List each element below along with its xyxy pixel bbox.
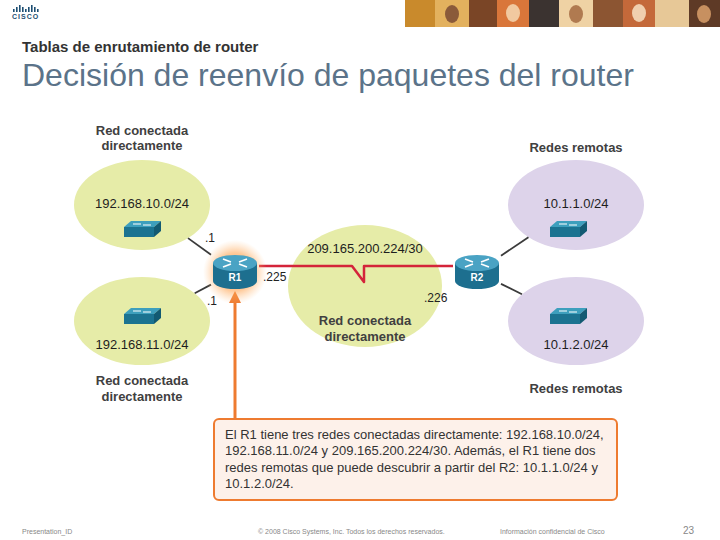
network-ellipse: 10.1.2.0/24Redes remotas [508,277,644,365]
section-heading: Tablas de enrutamiento de router [22,38,258,55]
header-photo-strip [0,0,720,30]
network-address: 209.165.200.224/30 [288,241,442,257]
logo-text: CISCO [12,13,39,20]
switch-icon [550,308,587,324]
ethernet-link [501,284,522,294]
network-heading: Redes remotas [511,140,641,156]
page-number: 23 [683,525,694,536]
network-heading: Redes remotas [511,381,641,397]
router-name: R2 [453,272,501,284]
network-address: 10.1.2.0/24 [508,337,644,353]
footer-text: Presentation_ID [22,528,72,535]
callout-box: El R1 tiene tres redes conectadas direct… [213,418,618,501]
callout-arrow [234,301,237,418]
network-address: 192.168.10.0/24 [74,196,210,212]
router-icon: R1 [211,253,259,291]
interface-address: .1 [205,231,215,245]
callout-text: El R1 tiene tres redes conectadas direct… [225,427,606,492]
network-ellipse: Redes remotas10.1.1.0/24 [508,160,644,250]
footer-text: Información confidencial de Cisco [500,528,605,535]
switch-icon [124,221,161,237]
switch-icon [124,308,161,324]
switch-icon [550,221,587,237]
network-ellipse: Red conectada directamente192.168.10.0/2… [74,160,210,250]
interface-address: .226 [424,291,447,305]
photo-tiles [405,0,720,27]
footer-text: © 2008 Cisco Systems, Inc. Todos los der… [258,528,445,535]
network-ellipse: 209.165.200.224/30Red conectada directam… [288,225,442,347]
router-name: R1 [211,272,259,284]
cisco-logo-bars [13,5,39,12]
network-heading: Red conectada directamente [77,373,207,404]
ethernet-link [501,237,528,256]
slide-title: Decisión de reenvío de paquetes del rout… [22,58,634,93]
router-icon: R2 [453,253,501,291]
network-address: 10.1.1.0/24 [508,196,644,212]
network-address: 192.168.11.0/24 [74,337,210,353]
network-heading: Red conectada directamente [77,123,207,154]
network-ellipse: 192.168.11.0/24Red conectada directament… [74,277,210,365]
network-heading: Red conectada directamente [300,313,430,344]
